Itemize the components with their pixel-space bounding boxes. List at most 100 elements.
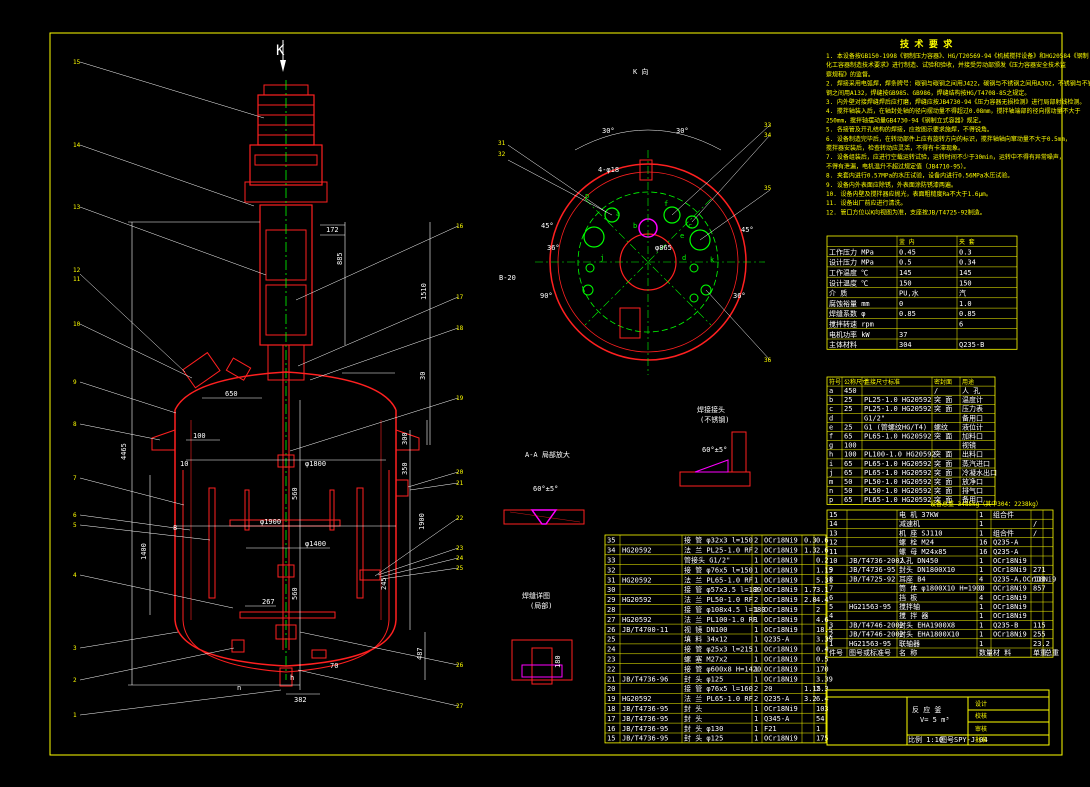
nozzle-table-cell: b — [829, 396, 833, 404]
parts-row-cell: HG20592 — [622, 576, 652, 584]
balloon-12: 12 — [73, 267, 81, 274]
design-table-cell: 电机功率 kW — [829, 330, 870, 339]
nozzle-table-cell: 蒸汽进口 — [962, 459, 990, 468]
nozzle-table-cell: 温度计 — [962, 395, 983, 404]
parts-row-cell: 14 — [829, 520, 837, 528]
k-dim-30a: 30° — [602, 127, 615, 135]
tech-req-line: 1. 本设备按GB150-1998《钢制压力容器》、HG/T20569-94《机… — [826, 52, 1089, 60]
weld-angle-2: 60°±5° — [702, 446, 727, 454]
k-balloon-34: 34 — [764, 132, 772, 139]
dim-245: 245 — [380, 577, 388, 590]
dim-267: 267 — [262, 598, 275, 606]
parts-row-cell: JB/T4736-95 — [622, 735, 668, 743]
balloon-4: 4 — [73, 572, 77, 579]
weld-small-title: 焊缝详图 — [522, 591, 550, 600]
balloon-9: 9 — [73, 379, 77, 386]
nozzle-table-cell: 液位计 — [962, 422, 983, 431]
parts-row-cell: OCr18Ni9 — [764, 626, 798, 634]
parts-row-cell: 32 — [607, 566, 615, 574]
k-view: K 向 31 32 33 34 35 — [498, 67, 772, 375]
nozzle-table-cell: 100 — [844, 451, 857, 459]
dim-885: 885 — [336, 252, 344, 265]
nozzle-table-cell: PL25-1.0 HG20592 — [864, 405, 931, 413]
tech-req-line: 250mm，搅拌轴摆动量GB4730-94《钢制立式容器》规定。 — [826, 116, 985, 124]
nozzle-table-cell: G1/2" — [864, 414, 885, 422]
nozzle-table-cell: PL50-1.0 HG20592 — [864, 487, 931, 495]
balloon-23: 23 — [456, 545, 464, 552]
nozzle-table-cell: 突 面 — [934, 450, 952, 459]
nozzle-table-cell: 冷凝水出口 — [962, 468, 997, 477]
parts-row-cell: 件号 — [829, 648, 843, 657]
design-table-cell: 0.85 — [959, 310, 976, 318]
tech-req-line: 3. 内外壁对接焊缝焊后应打磨，焊缝应按JB4730-94《压力容器无损检测》进… — [826, 98, 1085, 106]
title-spec: V= 5 m³ — [920, 716, 950, 724]
parts-row-cell: 20 — [607, 685, 615, 693]
nozzle-table-cell: p — [829, 496, 833, 504]
parts-row-cell: 1.15 — [816, 566, 833, 574]
weld-small-sub: (局部) — [530, 601, 552, 610]
parts-row-cell: Q345-A — [764, 715, 790, 723]
parts-row-cell: HG21563-95 — [849, 603, 891, 611]
balloon-27: 27 — [456, 703, 464, 710]
parts-row-cell: 29 — [607, 596, 615, 604]
design-table-cell: 304 — [899, 341, 912, 349]
parts-row-cell: 接 管 φ57x3.5 l=180 — [684, 585, 761, 594]
tech-req-line: 化工容器制造技术要求》进行制造、试验和验收，并接受劳动部颁发《压力容器安全技术监 — [826, 61, 1066, 69]
dim-650: 650 — [225, 390, 238, 398]
design-table-cell: 工作温度 ℃ — [829, 268, 868, 277]
design-table-cell: 1.0 — [959, 300, 972, 308]
parts-row-cell: 15 — [829, 511, 837, 519]
parts-row-cell: 103 — [816, 705, 829, 713]
table-header-cell: 密封面 — [934, 378, 952, 386]
nozzle-letter-p: p — [585, 192, 589, 200]
dim-100: 100 — [193, 432, 206, 440]
balloon-1: 1 — [73, 712, 77, 719]
parts-row-cell: 接 管 φ76x5 l=160 — [684, 684, 753, 693]
design-table-cell: 介 质 — [829, 289, 847, 298]
parts-row-cell: 1 — [979, 640, 983, 648]
parts-row-cell: HG21563-95 — [849, 640, 891, 648]
parts-row-cell: 1 — [754, 725, 758, 733]
k-balloon-36: 36 — [764, 357, 772, 364]
nozzle-table-cell: e — [829, 423, 833, 431]
parts-row-cell: 组合件 — [993, 528, 1014, 537]
table-header-cell: 夹 套 — [959, 238, 975, 246]
dim-560b: 560 — [291, 587, 299, 600]
nozzle-table-cell: 突 面 — [934, 468, 952, 477]
parts-row-cell: 总重 — [1045, 648, 1059, 657]
tech-req-line: 12. 管口方位以K向视图为准，支座按JB/T4725-92制造。 — [826, 208, 986, 216]
parts-row-cell: 30 — [607, 586, 615, 594]
parts-row-cell: 搅 拌 器 — [899, 611, 928, 620]
parts-row-cell: 螺 母 M24x85 — [899, 547, 947, 556]
parts-row-cell: 1.7 — [804, 586, 817, 594]
design-table-cell: 汽 — [959, 289, 966, 298]
nozzle-table-cell: j — [829, 469, 833, 477]
tech-req-line: 搅拌器安装后，检查转动应灵活，不得有卡滞现象。 — [826, 144, 964, 152]
nozzle-table-cell: 放净口 — [962, 477, 983, 486]
nozzle-table-cell: 备用口 — [962, 495, 983, 504]
parts-row-cell: / — [1033, 529, 1037, 537]
parts-row-cell: 21 — [607, 675, 615, 683]
parts-row-cell: OCr18Ni9 — [764, 566, 798, 574]
parts-row-cell: 封 头 φ125 — [684, 734, 723, 743]
parts-row-cell: 封头 DN1800X10 — [899, 565, 955, 574]
parts-row-cell: 2 — [754, 537, 758, 545]
parts-row-cell: JB/T4736-95 — [622, 715, 668, 723]
parts-row-cell: JB/T4736-2002 — [849, 557, 904, 565]
nozzle-table-cell: n — [829, 487, 833, 495]
nozzle-letter-c: c — [688, 222, 692, 230]
parts-row-cell: 1 — [754, 735, 758, 743]
parts-row-cell: 170 — [816, 665, 829, 673]
nozzle-table-cell: 突 面 — [934, 404, 952, 413]
tech-req-title: 技 术 要 求 — [900, 38, 953, 50]
k-dim-36a: 36° — [547, 244, 560, 252]
parts-row-cell: 5 — [829, 603, 833, 611]
nozzle-table-cell: 视镜 — [962, 441, 976, 450]
balloon-16: 16 — [456, 223, 464, 230]
nozzle-table-cell: 备用口 — [962, 413, 983, 422]
parts-row-cell: 9 — [829, 566, 833, 574]
table-header-cell: 公称尺寸 — [844, 378, 868, 386]
k-view-title: K 向 — [633, 67, 648, 76]
parts-row-cell: 3.39 — [816, 675, 833, 683]
